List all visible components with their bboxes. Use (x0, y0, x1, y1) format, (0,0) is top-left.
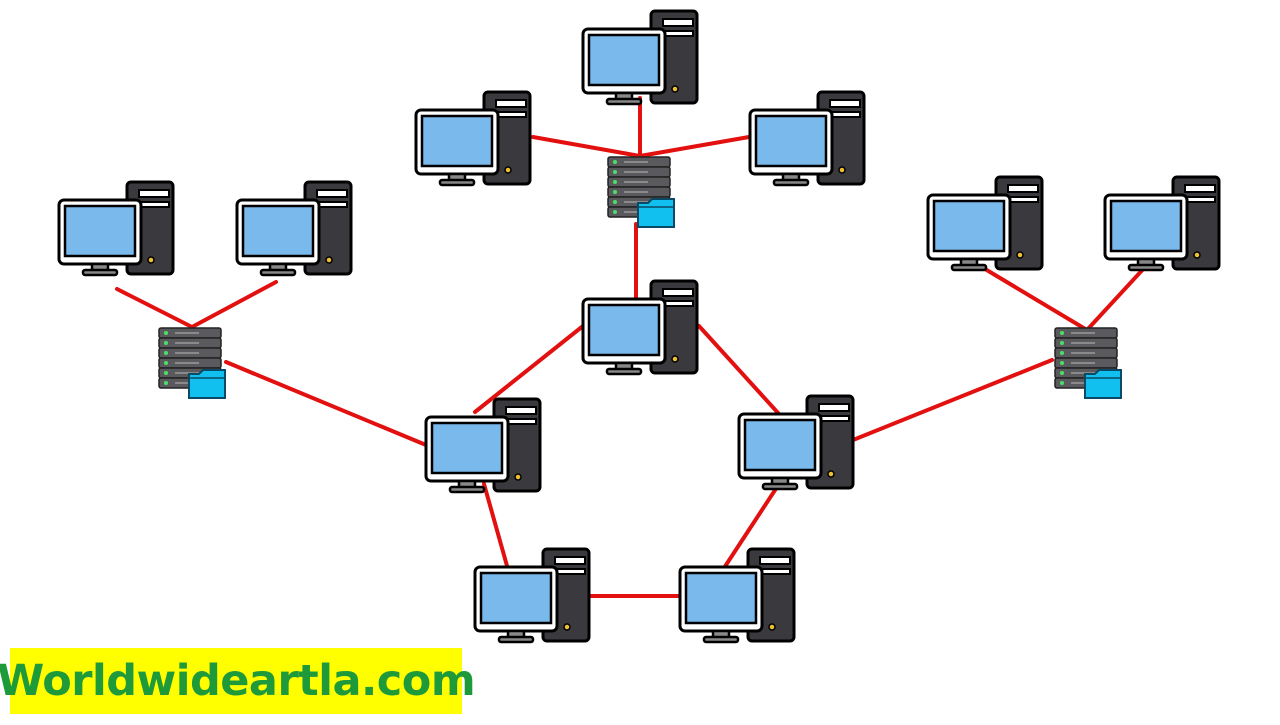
link-pc-right-2-to-server-right (1085, 264, 1148, 332)
pc-ring-bottom-right-computer-icon (678, 547, 796, 644)
pc-ring-left-computer-icon (424, 397, 542, 494)
server-top-server-icon (607, 156, 675, 228)
link-server-right-to-pc-ring-right (851, 358, 1054, 442)
links-layer (115, 96, 1148, 598)
pc-ring-right-computer-icon (737, 394, 855, 491)
link-pc-ring-right-to-pc-ring-bottom-right (722, 482, 781, 570)
link-pc-ring-top-to-pc-ring-left (473, 324, 585, 414)
pc-right-2-computer-icon (1103, 175, 1221, 272)
link-pc-left-2-to-server-left (190, 280, 278, 329)
link-pc-ring-left-to-pc-ring-bottom-left (482, 482, 511, 575)
watermark-banner: Worldwideartla.com (0, 648, 476, 714)
server-left-server-icon (158, 327, 226, 399)
pc-ring-top-computer-icon (581, 279, 699, 376)
watermark-text: Worldwideartla.com (0, 656, 476, 706)
link-pc-top-left-to-server-top (531, 135, 642, 158)
link-pc-ring-top-to-pc-ring-right (697, 324, 781, 416)
link-pc-top-right-to-server-top (638, 135, 751, 158)
pc-left-1-computer-icon (57, 180, 175, 277)
pc-ring-bottom-left-computer-icon (473, 547, 591, 644)
link-server-left-to-pc-ring-left (224, 360, 428, 447)
pc-top-computer-icon (581, 9, 699, 106)
pc-top-right-computer-icon (748, 90, 866, 187)
link-pc-right-1-to-server-right (978, 264, 1089, 332)
pc-right-1-computer-icon (926, 175, 1044, 272)
server-right-server-icon (1054, 327, 1122, 399)
link-pc-left-1-to-server-left (115, 287, 194, 329)
nodes-layer (57, 9, 1221, 644)
pc-top-left-computer-icon (414, 90, 532, 187)
pc-left-2-computer-icon (235, 180, 353, 277)
